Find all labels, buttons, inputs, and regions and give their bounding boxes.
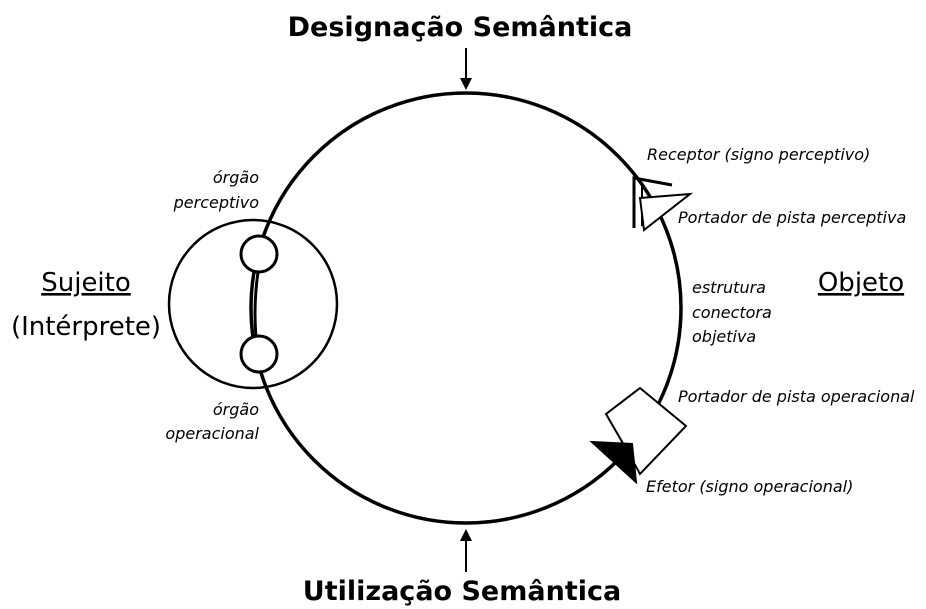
subject-role: (Intérprete)	[11, 312, 161, 342]
operational-organ-label-line1: órgão	[213, 400, 259, 419]
object-name: Objeto	[818, 268, 904, 298]
effector-label: Efetor (signo operacional)	[646, 477, 853, 496]
structure-label-line3: objetiva	[692, 327, 756, 346]
operational-organ-circle	[239, 334, 279, 374]
perceptual-cue-carrier-icon	[638, 192, 694, 232]
receptor-label: Receptor (signo perceptivo)	[647, 145, 870, 164]
perceptual-carrier-label: Portador de pista perceptiva	[678, 208, 906, 227]
operational-carrier-label: Portador de pista operacional	[678, 387, 915, 406]
bottom-up-arrow	[460, 529, 472, 572]
top-title: Designação Semântica	[288, 12, 633, 43]
structure-label-line2: conectora	[692, 303, 772, 322]
structure-label-line1: estrutura	[692, 278, 766, 297]
perceptive-organ-label-line1: órgão	[213, 168, 259, 187]
subject-circle	[167, 218, 339, 390]
effector-icon	[589, 440, 638, 485]
functional-cycle-circle	[249, 91, 683, 525]
perceptive-organ-label-line2: perceptivo	[173, 193, 260, 212]
perceptive-organ-circle	[239, 234, 279, 274]
operational-organ-label-line2: operacional	[165, 424, 259, 443]
top-down-arrow	[460, 48, 472, 90]
bottom-title: Utilização Semântica	[303, 576, 621, 607]
subject-name: Sujeito	[41, 268, 131, 298]
